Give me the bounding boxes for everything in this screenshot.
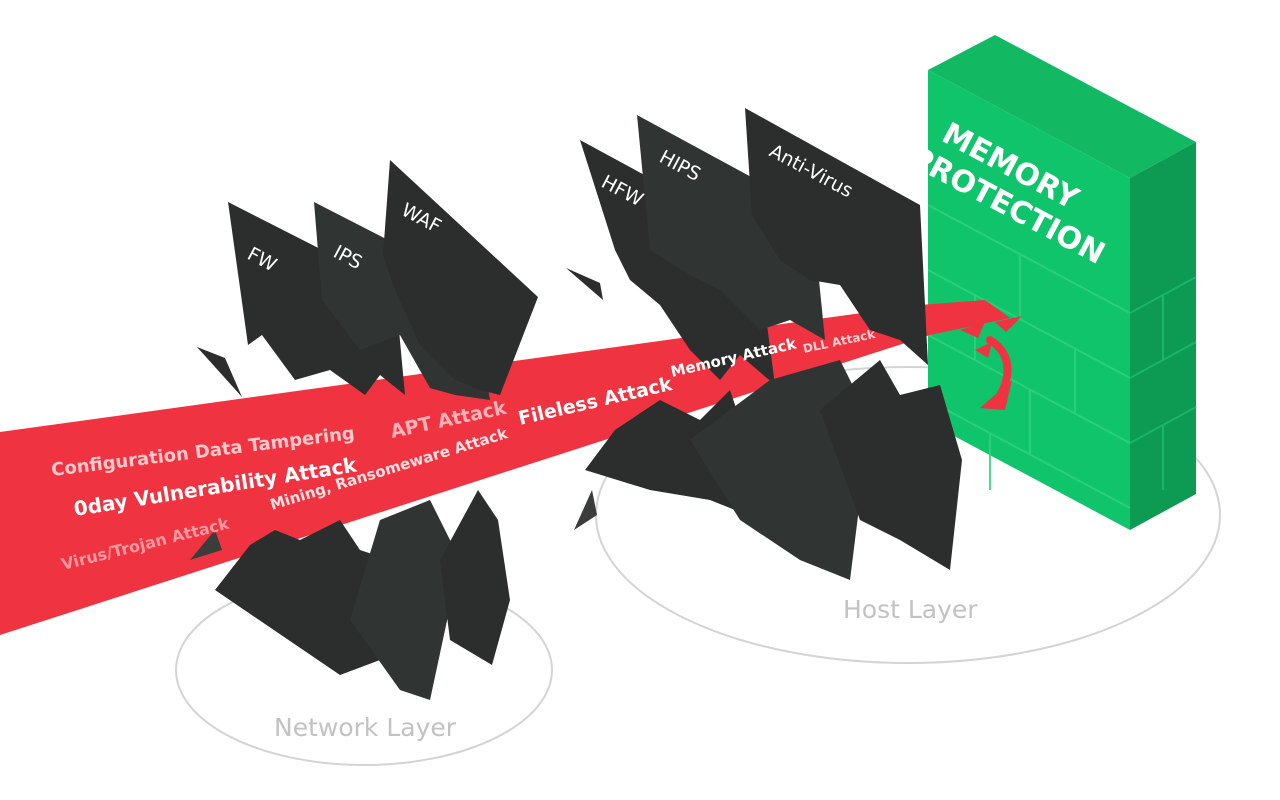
panel-waf [383, 160, 538, 395]
panel-hips [637, 115, 825, 340]
network-defense-panels [197, 160, 538, 400]
host-layer-label: Host Layer [843, 595, 978, 624]
shard-b [566, 268, 603, 300]
shard-a [197, 347, 242, 397]
network-bottom-shards [190, 490, 510, 700]
panel-antivirus [745, 108, 928, 365]
deflection-arrowhead [980, 380, 1012, 410]
host-defense-panels [566, 108, 928, 385]
wall-top-face [928, 35, 1196, 178]
host-bottom-shards [574, 360, 962, 580]
impact-shards [960, 316, 1022, 358]
network-layer-label: Network Layer [274, 713, 457, 742]
memory-protection-wall: MEMORY PROTECTION [903, 35, 1197, 530]
